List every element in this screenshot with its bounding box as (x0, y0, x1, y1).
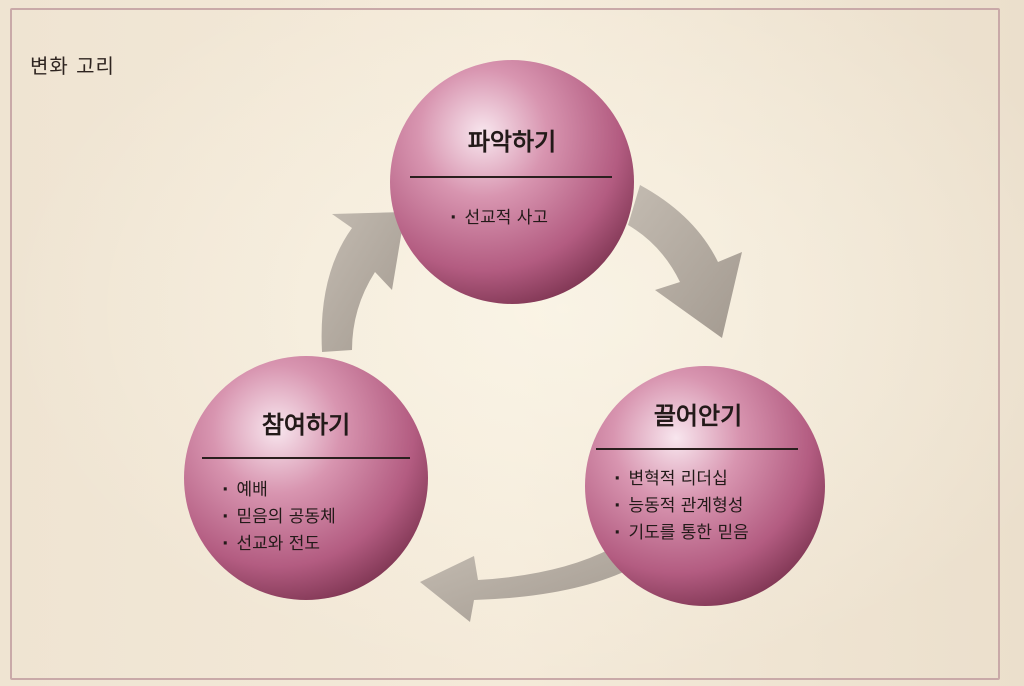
arrow-left-to-top (321, 212, 405, 352)
node-right: 끌어안기 변혁적 리더십 능동적 관계형성 기도를 통한 믿음 (596, 0, 800, 600)
node-top: 파악하기 선교적 사고 (410, 0, 614, 260)
list-item: 기도를 통한 믿음 (614, 520, 748, 547)
node-left-title: 참여하기 (261, 411, 351, 439)
node-left-list: 예배 믿음의 공동체 선교와 전도 (222, 477, 336, 558)
arrow-right-to-left (420, 548, 628, 622)
list-item: 선교적 사고 (450, 205, 548, 232)
list-item: 예배 (222, 477, 336, 504)
sphere-top (390, 60, 634, 304)
diagram-frame (10, 8, 1000, 680)
node-left: 참여하기 예배 믿음의 공동체 선교와 전도 (202, 0, 410, 600)
list-item: 선교와 전도 (222, 531, 336, 558)
node-top-title: 파악하기 (467, 128, 557, 156)
diagram-title: 변화 고리 (30, 54, 115, 78)
list-item: 변혁적 리더십 (614, 466, 749, 493)
list-item: 능동적 관계형성 (614, 493, 749, 520)
arrow-top-to-right (628, 185, 742, 338)
node-top-list: 선교적 사고 (450, 205, 548, 232)
node-right-list: 변혁적 리더십 능동적 관계형성 기도를 통한 믿음 (614, 466, 749, 547)
list-item: 믿음의 공동체 (222, 504, 335, 531)
node-right-title: 끌어안기 (653, 402, 743, 430)
